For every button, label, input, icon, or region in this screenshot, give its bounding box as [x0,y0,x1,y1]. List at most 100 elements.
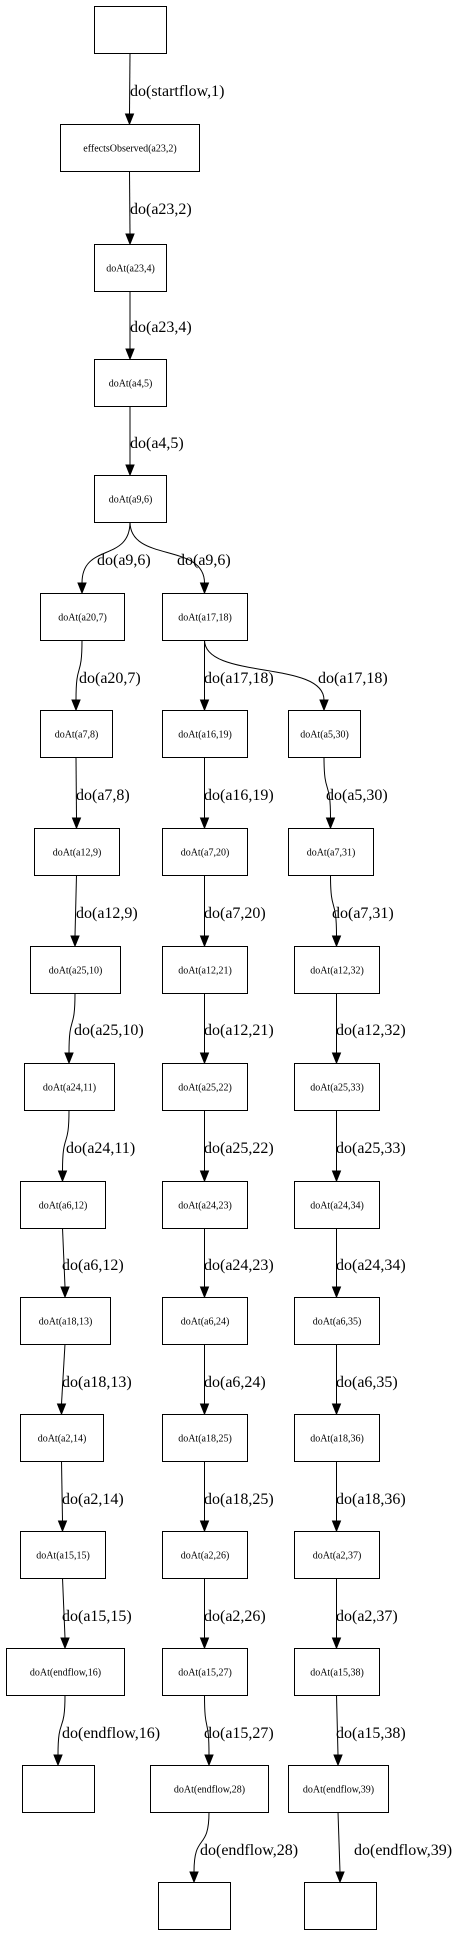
nodes-layer: effectsObserved(a23,2)doAt(a23,4)doAt(a4… [6,6,389,1930]
node-label: doAt(a9,6) [109,495,153,506]
state-node: doAt(a25,22) [162,1063,248,1111]
state-node: doAt(a24,23) [162,1181,248,1229]
node-label: doAt(a18,25) [178,1434,232,1445]
node-label: doAt(a20,7) [58,613,107,624]
node-label: doAt(a5,30) [300,730,349,741]
edge-label: do(a17,18) [318,670,388,687]
node-box [294,1181,380,1229]
edge: do(a18,25) [199,1461,274,1533]
edge: do(a23,2) [125,170,192,246]
state-node: doAt(endflow,16) [6,1648,125,1696]
edge-label: do(a15,27) [204,1725,274,1742]
arrowhead-icon [199,1170,210,1183]
edge-label: do(a6,24) [204,1374,266,1391]
arrowhead-icon [199,817,210,830]
node-box [162,710,248,758]
arrowhead-icon [70,935,80,948]
edge: do(a4,5) [125,406,184,477]
node-box [40,593,125,641]
arrowhead-icon [199,1637,210,1650]
node-label: doAt(a25,33) [310,1083,364,1094]
node-box [288,710,361,758]
edge: do(a25,33) [331,1110,406,1183]
edge: do(a18,13) [56,1343,132,1416]
edge-label: do(a18,25) [204,1491,274,1508]
node-box [294,1414,380,1462]
state-node: doAt(a6,24) [162,1297,248,1345]
node-label: doAt(a25,22) [178,1083,232,1094]
arrowhead-icon [199,935,210,948]
edge: do(a25,22) [199,1110,274,1183]
node-box [150,1765,269,1813]
arrowhead-icon [331,1286,342,1299]
node-box [94,6,167,54]
state-node: doAt(a25,33) [294,1063,380,1111]
node-label: doAt(a12,9) [53,848,102,859]
edge-line [61,1343,66,1405]
edge-line [75,639,83,701]
state-node: doAt(a24,34) [294,1181,380,1229]
edge-label: do(endflow,16) [62,1725,160,1742]
state-node: doAt(a6,12) [20,1181,106,1229]
edge: do(a7,8) [71,756,130,830]
edge-label: do(a25,10) [74,1022,144,1039]
arrowhead-icon [60,1286,70,1299]
arrowhead-icon [199,1286,210,1299]
state-node: doAt(a12,9) [34,828,120,876]
state-node: doAt(a7,8) [40,710,113,758]
edge-line [68,992,76,1054]
edge-label: do(a24,34) [336,1257,406,1274]
edge-label: do(a23,4) [130,319,192,336]
arrowhead-icon [331,1052,342,1065]
node-box [94,244,167,292]
node-label: doAt(a17,18) [178,613,232,624]
edge-label: do(a24,11) [66,1140,135,1157]
edge-line [330,874,337,937]
empty-state-node [158,1882,231,1930]
edge: do(a2,14) [57,1460,124,1533]
arrowhead-icon [125,233,135,246]
node-label: doAt(a6,35) [313,1317,362,1328]
edge-line [323,756,331,819]
edge-label: do(a23,2) [130,201,192,218]
state-node: doAt(a2,26) [162,1531,248,1579]
edge: do(a24,34) [331,1228,406,1299]
edge-label: do(a5,30) [326,787,388,804]
edge: do(endflow,16) [53,1694,160,1767]
edge-line [62,1227,66,1288]
edge-label: do(a2,37) [336,1608,398,1625]
arrowhead-icon [331,1403,342,1416]
node-label: doAt(a7,31) [307,848,356,859]
edge: do(a6,24) [199,1344,266,1416]
arrowhead-icon [333,1754,343,1767]
node-label: effectsObserved(a23,2) [83,144,176,155]
state-node: doAt(a12,21) [162,946,248,994]
edge-line [81,521,131,584]
edge-line [204,639,325,701]
empty-state-node [94,6,167,54]
arrowhead-icon [60,1637,70,1650]
edge: do(endflow,28) [189,1811,298,1884]
state-node: effectsObserved(a23,2) [60,124,200,172]
node-box [294,1531,380,1579]
node-label: doAt(a16,19) [178,730,232,741]
state-node: doAt(a7,20) [162,828,248,876]
state-node: doAt(a24,11) [24,1063,115,1111]
node-box [294,946,380,994]
arrowhead-icon [124,113,135,126]
node-label: doAt(a18,13) [39,1317,93,1328]
edge-line [129,52,131,115]
edge: do(endflow,39) [335,1811,452,1884]
node-label: doAt(a2,37) [313,1551,362,1562]
node-box [20,1414,104,1462]
arrowhead-icon [71,699,81,712]
node-box [20,1531,106,1579]
node-label: doAt(a15,27) [178,1668,232,1679]
node-label: doAt(a12,32) [310,966,364,977]
node-box [20,1181,106,1229]
edge: do(a24,11) [57,1109,135,1183]
edge-line [337,1811,341,1873]
arrowhead-icon [199,1520,210,1533]
node-label: doAt(a23,4) [106,264,155,275]
node-label: doAt(endflow,28) [174,1785,245,1796]
